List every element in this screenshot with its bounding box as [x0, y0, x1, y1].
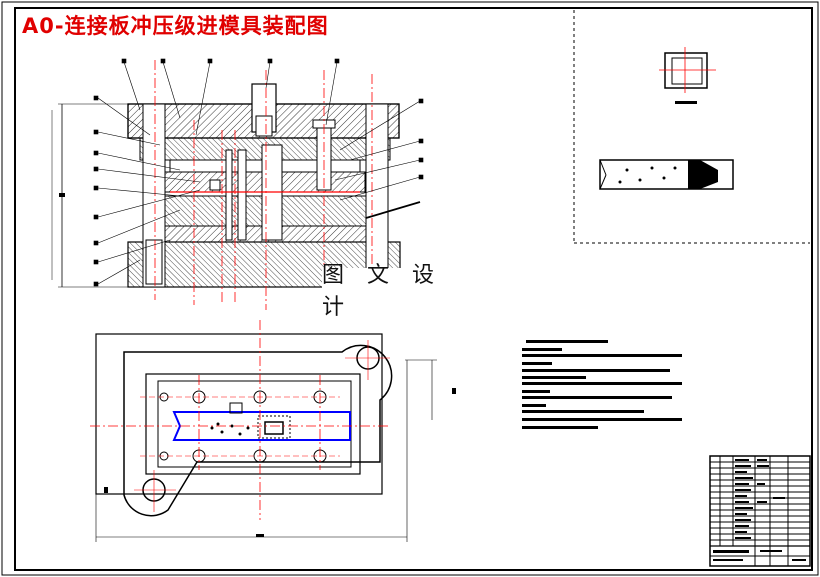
front-section-view	[51, 60, 421, 310]
technical-notes	[522, 340, 682, 429]
watermark-label: 图 文 设 计	[322, 263, 486, 320]
balloon-marker-icon	[418, 138, 424, 144]
balloon-marker-icon	[93, 259, 99, 265]
balloon-marker-icon	[93, 95, 99, 101]
balloon-marker-icon	[93, 281, 99, 287]
balloon-marker-icon	[93, 129, 99, 135]
balloon-marker-icon	[93, 185, 99, 191]
balloon-marker-icon	[93, 240, 99, 246]
balloon-marker-icon	[334, 58, 340, 64]
drawing-frame	[14, 7, 813, 571]
part-drawing	[664, 52, 708, 89]
balloon-marker-icon	[121, 58, 127, 64]
detail-panel	[573, 10, 810, 244]
balloon-marker-icon	[93, 150, 99, 156]
title-block	[709, 455, 811, 567]
balloon-marker-icon	[418, 157, 424, 163]
balloon-marker-icon	[418, 174, 424, 180]
balloon-marker-icon	[267, 58, 273, 64]
leader-lines	[93, 58, 424, 287]
balloon-marker-icon	[93, 214, 99, 220]
balloon-marker-icon	[418, 98, 424, 104]
balloon-marker-icon	[207, 58, 213, 64]
drawing-title: A0-连接板冲压级进模具装配图	[22, 14, 329, 38]
balloon-marker-icon	[160, 58, 166, 64]
balloon-marker-icon	[93, 166, 99, 172]
strip-layout	[599, 159, 734, 190]
plan-view	[90, 320, 456, 542]
